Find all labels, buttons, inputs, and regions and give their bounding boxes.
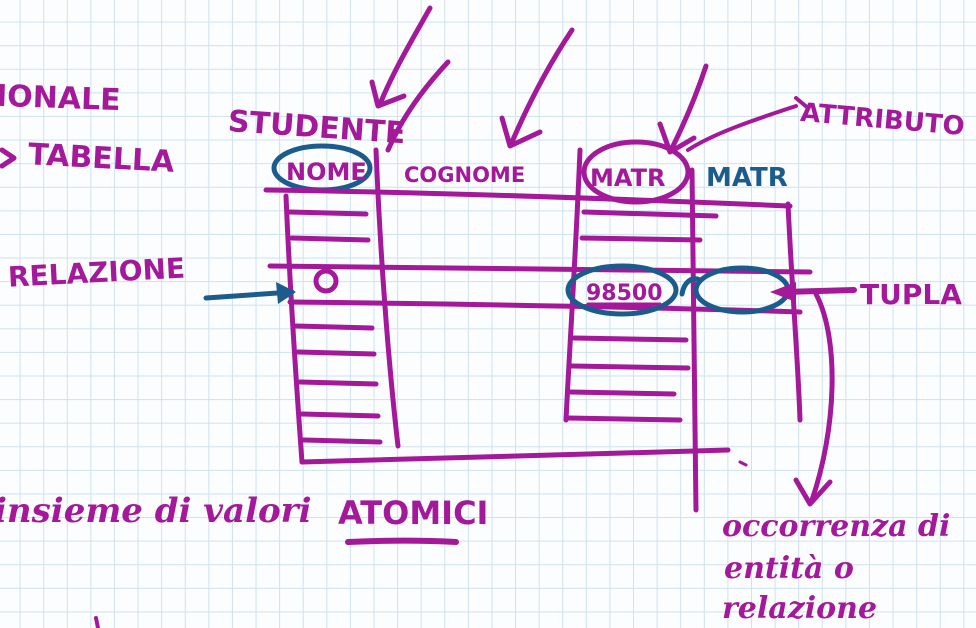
label-atomici: ATOMICI bbox=[338, 494, 488, 532]
label-tabella: TABELLA bbox=[27, 137, 176, 180]
attributo-line bbox=[686, 104, 798, 152]
nome-row-line bbox=[299, 411, 381, 419]
arrow-top-1-head bbox=[369, 79, 407, 109]
tuple-value-circle bbox=[565, 263, 679, 317]
attributo-tick bbox=[794, 96, 810, 110]
arrow-top-4 bbox=[669, 63, 709, 151]
nome-row-line bbox=[295, 349, 377, 357]
header-cognome: COGNOME bbox=[404, 163, 525, 187]
arrow-stub-tabella bbox=[0, 147, 17, 169]
arrow-top-3 bbox=[509, 27, 575, 145]
header-matr-blue: MATR bbox=[706, 163, 788, 193]
label-occorrenza-line1: occorrenza di bbox=[722, 509, 950, 544]
table-bottom-border bbox=[299, 447, 731, 465]
label-relazionale: IONALE bbox=[0, 79, 121, 118]
tuple-nome-value-circle bbox=[313, 268, 339, 294]
stray-stroke bbox=[94, 616, 100, 628]
label-occorrenza-line3: relazione bbox=[722, 591, 877, 626]
nome-row-line bbox=[287, 209, 369, 217]
label-attributo: ATTRIBUTO bbox=[799, 98, 966, 142]
atomici-underline bbox=[345, 537, 459, 545]
arrow-top-1 bbox=[377, 5, 433, 107]
matr-column-rows bbox=[565, 209, 719, 423]
relazione-arrow-head bbox=[276, 282, 296, 304]
matr-row-line bbox=[571, 335, 689, 343]
label-valori: insieme di valori bbox=[0, 491, 312, 531]
tuple-matr-value: 98500 bbox=[586, 281, 663, 306]
tuple-row-top bbox=[267, 263, 813, 275]
matr-column-left bbox=[563, 147, 583, 423]
tuple-empty-circle bbox=[693, 265, 791, 315]
table-header-line bbox=[263, 187, 793, 209]
occorrenza-arrow-line bbox=[809, 291, 835, 503]
matr-row-line bbox=[565, 415, 683, 423]
label-occorrenza-line2: entità o bbox=[724, 551, 854, 586]
arrow-top-2 bbox=[385, 59, 451, 153]
nome-column-rows bbox=[287, 209, 383, 445]
header-matr: MATR bbox=[590, 164, 665, 192]
tupla-arrow-head bbox=[770, 282, 796, 302]
matr-row-line bbox=[567, 389, 677, 397]
occorrenza-arrow-head bbox=[793, 477, 833, 507]
matr-row-line bbox=[569, 363, 691, 371]
header-nome: NOME bbox=[286, 158, 367, 186]
nome-row-line bbox=[301, 437, 383, 445]
arrow-top-4-head bbox=[657, 121, 697, 155]
matr-column-right bbox=[689, 167, 699, 513]
label-tupla: TUPLA bbox=[860, 278, 962, 311]
arrow-top-3-head bbox=[499, 115, 543, 149]
matr-row-line bbox=[579, 235, 703, 243]
nome-row-line bbox=[297, 379, 379, 387]
label-relazione: RELAZIONE bbox=[7, 252, 186, 294]
nome-row-line bbox=[293, 323, 375, 331]
matr-row-line bbox=[581, 209, 719, 219]
table-right-border bbox=[785, 201, 803, 423]
table-left-border bbox=[283, 193, 305, 465]
small-mark bbox=[738, 460, 748, 467]
tuple-value-curl bbox=[679, 276, 703, 297]
nome-row-line bbox=[289, 235, 371, 243]
